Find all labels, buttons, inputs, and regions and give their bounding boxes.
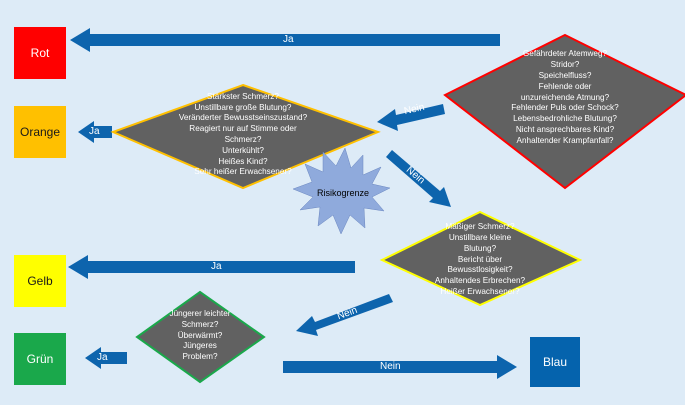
decision-green-line: Jüngerer leichter (169, 309, 231, 318)
category-rot: Rot (14, 27, 66, 79)
decision-red-line: Stridor? (550, 60, 580, 70)
arrow-label-ja-yellow: Ja (211, 261, 222, 272)
decision-yellow-line: Blutung? (463, 243, 497, 253)
decision-red-text: Gefährdeter Atemweg? Stridor? Speichelfl… (480, 48, 650, 148)
arrow-label-ja-orange: Ja (89, 126, 100, 137)
arrow-nein-yellow (296, 294, 393, 336)
category-gruen: Grün (14, 333, 66, 385)
decision-orange-line: Unterkühlt? (222, 145, 264, 155)
decision-red-line: Fehlende oder (538, 81, 592, 91)
decision-red-diamond (443, 33, 685, 190)
decision-yellow-line: Bewusstlosigkeit? (447, 265, 513, 275)
decision-green-line: Jüngeres (183, 341, 217, 351)
decision-yellow-line: Bericht über (457, 254, 503, 264)
decision-red-line: Nicht ansprechbares Kind? (515, 124, 615, 134)
arrow-nein-green (283, 355, 517, 379)
decision-yellow-diamond (379, 210, 583, 307)
decision-yellow-line: Heißer Erwachsener? (440, 286, 520, 296)
decision-orange-diamond (110, 83, 381, 190)
arrow-nein-orange (386, 150, 451, 207)
category-blau: Blau (530, 337, 580, 387)
decision-red-line: unzureichende Atmung? (520, 92, 610, 102)
decision-red-line: Anhaltender Krampfanfall? (516, 135, 614, 145)
decision-orange-line: Schmerz? (224, 135, 262, 144)
decision-orange-line: Sehr heißer Erwachsener? (194, 167, 292, 177)
risk-boundary-label: Risikogrenze (317, 188, 370, 198)
decision-orange-text: Stärkster Schmerz? Unstillbare große Blu… (153, 92, 333, 178)
category-gelb: Gelb (14, 255, 66, 307)
decision-green-diamond (135, 290, 266, 384)
decision-orange-line: Unstillbare große Blutung? (194, 102, 292, 112)
decision-yellow-line: Mäßiger Schmerz? (445, 222, 515, 232)
decision-orange-line: Stärkster Schmerz? (207, 91, 279, 101)
decision-green-text: Jüngerer leichter Schmerz? Überwärmt? Jü… (160, 308, 240, 364)
arrow-label-nein-green: Nein (380, 361, 401, 372)
arrow-label-ja-red: Ja (283, 34, 294, 45)
decision-green-line: Überwärmt? (177, 330, 223, 340)
risk-boundary-star (292, 147, 391, 235)
decision-green-line: Schmerz? (181, 319, 219, 329)
decision-yellow-line: Anhaltendes Erbrechen? (434, 276, 526, 286)
decision-red-line: Speichelfluss? (538, 71, 592, 80)
decision-red-line: Fehlender Puls oder Schock? (511, 103, 619, 113)
arrow-nein-red (377, 104, 445, 131)
decision-red-line: Lebensbedrohliche Blutung? (513, 114, 617, 124)
arrow-ja-green (85, 347, 127, 369)
decision-yellow-text: Mäßiger Schmerz? Unstillbare kleine Blut… (425, 220, 535, 300)
category-orange: Orange (14, 106, 66, 158)
decision-green-line: Problem? (182, 352, 218, 362)
decision-red-line: Gefährdeter Atemweg? (522, 49, 608, 59)
arrow-ja-yellow (68, 255, 355, 279)
decision-yellow-line: Unstillbare kleine (448, 233, 512, 242)
decision-orange-line: Heißes Kind? (218, 156, 268, 166)
decision-orange-line: Reagiert nur auf Stimme oder (189, 124, 297, 134)
arrow-ja-orange (78, 121, 112, 143)
arrow-label-ja-green: Ja (97, 352, 108, 363)
arrow-ja-red (70, 28, 500, 52)
decision-orange-line: Veränderter Bewusstseinszustand? (178, 113, 308, 123)
